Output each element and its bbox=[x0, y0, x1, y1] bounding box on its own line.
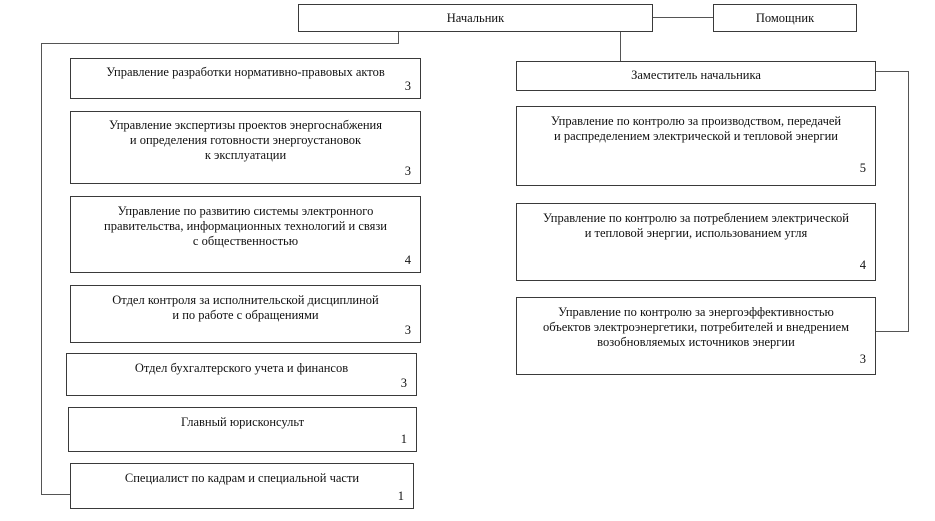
left-unit-6: Главный юрисконсульт 1 bbox=[68, 407, 417, 452]
right-unit-1-count: 5 bbox=[859, 161, 866, 175]
left-unit-4-count: 3 bbox=[404, 323, 411, 337]
deputy-box: Заместитель начальника bbox=[516, 61, 876, 91]
assistant-label: Помощник bbox=[755, 11, 815, 25]
connector-chief-assistant bbox=[653, 17, 713, 18]
left-unit-7-label: Специалист по кадрам и специальной части bbox=[124, 471, 360, 485]
left-unit-5: Отдел бухгалтерского учета и финансов 3 bbox=[66, 353, 417, 396]
connector-left-top bbox=[41, 43, 399, 44]
connector-right-bottom bbox=[876, 331, 909, 332]
left-unit-7-count: 1 bbox=[397, 489, 404, 503]
right-unit-2-count: 4 bbox=[859, 258, 866, 272]
right-unit-2-label: Управление по контролю за потреблением э… bbox=[543, 211, 849, 240]
right-unit-2: Управление по контролю за потреблением э… bbox=[516, 203, 876, 281]
left-unit-4: Отдел контроля за исполнительской дисцип… bbox=[70, 285, 421, 343]
left-unit-1-label: Управление разработки нормативно-правовы… bbox=[106, 65, 385, 79]
left-unit-3-count: 4 bbox=[404, 253, 411, 267]
left-unit-7: Специалист по кадрам и специальной части… bbox=[70, 463, 414, 509]
connector-chief-to-deputy bbox=[620, 31, 621, 61]
left-unit-2: Управление экспертизы проектов энергосна… bbox=[70, 111, 421, 184]
left-unit-4-label: Отдел контроля за исполнительской дисцип… bbox=[112, 293, 379, 322]
left-unit-6-count: 1 bbox=[400, 432, 407, 446]
left-unit-2-count: 3 bbox=[404, 164, 411, 178]
right-unit-3-label: Управление по контролю за энергоэффектив… bbox=[542, 305, 850, 349]
left-unit-2-label: Управление экспертизы проектов энергосна… bbox=[108, 118, 382, 162]
right-unit-3: Управление по контролю за энергоэффектив… bbox=[516, 297, 876, 375]
right-unit-3-count: 3 bbox=[859, 352, 866, 366]
left-unit-3-label: Управление по развитию системы электронн… bbox=[104, 204, 387, 248]
connector-left-spine bbox=[41, 43, 42, 494]
left-unit-1: Управление разработки нормативно-правовы… bbox=[70, 58, 421, 99]
chief-box: Начальник bbox=[298, 4, 653, 32]
left-unit-5-count: 3 bbox=[400, 376, 407, 390]
connector-chief-down-left bbox=[398, 31, 399, 44]
right-unit-1-label: Управление по контролю за производством,… bbox=[550, 114, 842, 143]
left-unit-3: Управление по развитию системы электронн… bbox=[70, 196, 421, 273]
connector-right-spine bbox=[908, 71, 909, 332]
connector-left-bottom bbox=[41, 494, 70, 495]
right-unit-1: Управление по контролю за производством,… bbox=[516, 106, 876, 186]
left-unit-1-count: 3 bbox=[404, 79, 411, 93]
chief-label: Начальник bbox=[446, 11, 505, 25]
deputy-label: Заместитель начальника bbox=[631, 68, 761, 82]
connector-right-top bbox=[876, 71, 909, 72]
assistant-box: Помощник bbox=[713, 4, 857, 32]
left-unit-5-label: Отдел бухгалтерского учета и финансов bbox=[134, 361, 349, 375]
left-unit-6-label: Главный юрисконсульт bbox=[180, 415, 305, 429]
